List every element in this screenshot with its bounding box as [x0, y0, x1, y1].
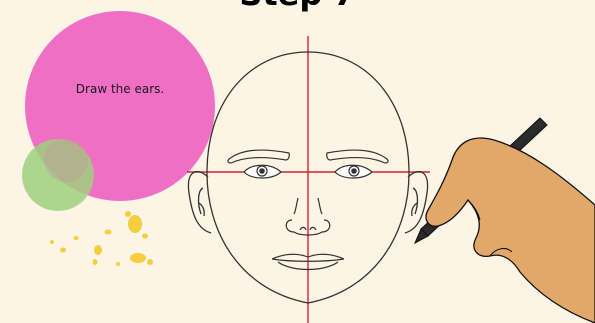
- nose-right-side: [318, 198, 322, 214]
- splatter-blob: [147, 259, 153, 265]
- left-eyebrow: [228, 150, 289, 163]
- right-eyebrow: [327, 150, 388, 163]
- nostril-right: [310, 227, 316, 230]
- splatter-blob: [94, 245, 102, 255]
- splatter-blob: [93, 259, 98, 265]
- right-ear-inner: [412, 188, 418, 216]
- paint-splatter: [50, 211, 153, 266]
- splatter-blob: [105, 230, 112, 235]
- decorative-bubbles: [22, 11, 215, 211]
- splatter-blob: [60, 248, 66, 253]
- step-title: Step 7: [0, 0, 595, 14]
- instruction-text: Draw the ears.: [40, 74, 200, 104]
- left-ear-inner: [199, 188, 205, 216]
- splatter-blob: [50, 240, 54, 244]
- hand-shape: [426, 138, 595, 323]
- nostril-left: [300, 227, 306, 230]
- splatter-blob: [128, 215, 142, 233]
- splatter-blob: [125, 211, 131, 217]
- splatter-blob: [116, 262, 120, 266]
- splatter-blob: [74, 236, 79, 240]
- bubble-overlap: [44, 138, 88, 182]
- nose-left-side: [294, 198, 298, 214]
- splatter-blob: [142, 234, 148, 239]
- splatter-blob: [130, 253, 146, 263]
- right-pupil: [352, 169, 356, 173]
- hand-holding-pen-icon: [415, 118, 595, 323]
- guide-lines: [187, 36, 430, 323]
- left-pupil: [260, 169, 264, 173]
